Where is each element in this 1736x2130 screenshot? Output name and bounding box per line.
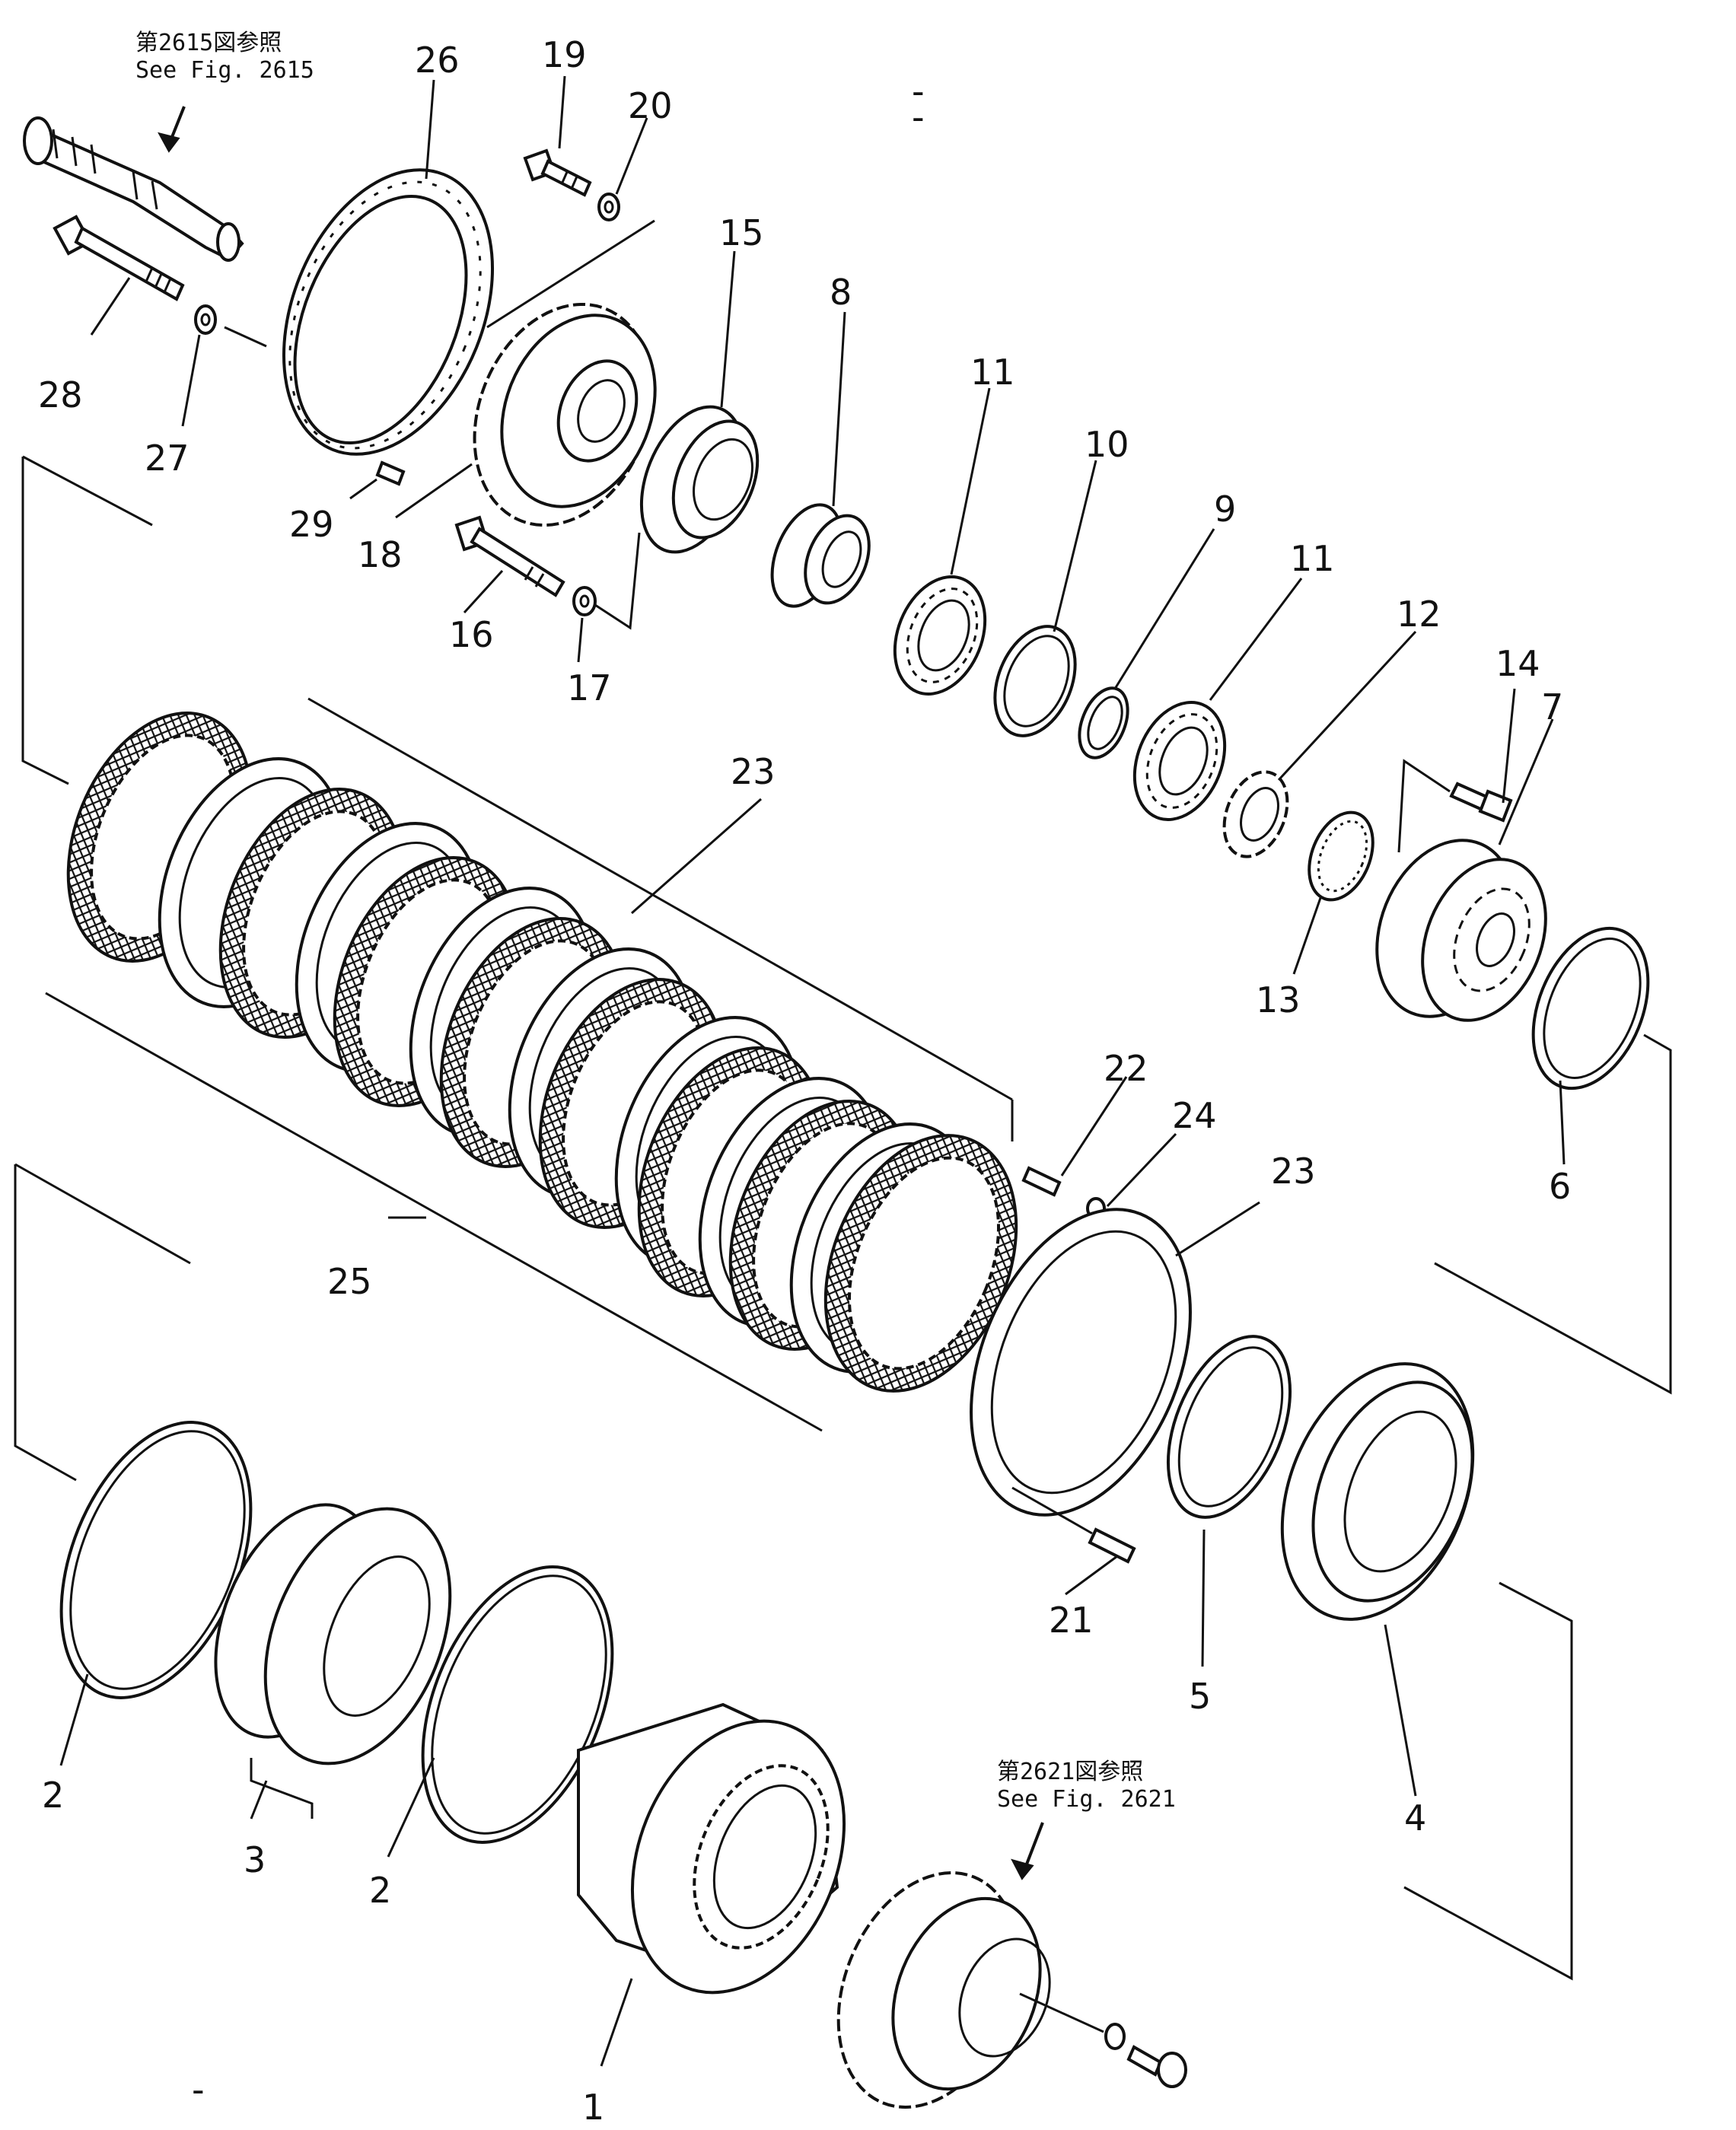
callout-15: 15: [719, 212, 764, 253]
callout-16: 16: [449, 614, 494, 655]
ref-note-2621-en: See Fig. 2621: [997, 1786, 1176, 1813]
washer-20-hole: [604, 200, 614, 214]
callout-6: 6: [1549, 1166, 1571, 1207]
bearing-8: [770, 503, 871, 608]
bolt-14: [1449, 782, 1513, 823]
ball-bearing-11-lower: [1132, 701, 1227, 821]
callout-3: 3: [244, 1839, 266, 1880]
splined-shaft: [23, 116, 244, 262]
ring-5-inner: [1177, 1346, 1284, 1508]
callout-17: 17: [567, 667, 612, 708]
callout-21: 21: [1049, 1600, 1094, 1641]
clutch-plate-pack-25: [21, 455, 1018, 1432]
axis-line-gear: [1019, 1992, 1104, 2033]
callout-2-left: 2: [42, 1775, 64, 1816]
callout-14: 14: [1496, 643, 1540, 684]
callout-12: 12: [1397, 594, 1441, 635]
bearing-cage-15: [639, 405, 760, 554]
ref-note-2615-en: See Fig. 2615: [135, 57, 314, 84]
bracket-lower-left: [14, 1164, 77, 1482]
retainer-4: [1280, 1362, 1475, 1621]
callout-9: 9: [1214, 489, 1236, 530]
bracket-16-17: [594, 532, 641, 630]
callout-25: 25: [327, 1261, 372, 1302]
axis-line-26: [486, 219, 655, 329]
bolt-19: [523, 148, 592, 197]
arrow-gear-2621: [1011, 1858, 1034, 1880]
axis-line-lower-left: [14, 1163, 191, 1265]
bracket-4: [1403, 1581, 1573, 1981]
callout-11-lower: 11: [1290, 538, 1335, 579]
snap-ring-2-right: [421, 1565, 614, 1844]
gear-bolt: [1126, 2045, 1187, 2088]
callout-10: 10: [1085, 424, 1129, 465]
spur-gear-18: [473, 302, 657, 527]
callout-2-right: 2: [369, 1870, 391, 1911]
pin-29: [375, 460, 406, 486]
bolt-ring-26: [282, 168, 494, 456]
ring-gear-2621: [836, 1871, 1051, 2109]
callout-26: 26: [415, 40, 460, 81]
callout-23-upper: 23: [731, 751, 776, 792]
bracket-14: [1397, 759, 1451, 853]
callout-29: 29: [289, 504, 334, 545]
stray-dash-top-a: -: [912, 71, 925, 112]
callout-numbers: 26 19 20 15 8 11 10 9 11 12 14 7 13 6 23…: [38, 34, 1571, 2128]
washer-27: [194, 304, 217, 335]
bracket-6: [1434, 1033, 1672, 1395]
callout-1: 1: [582, 2087, 604, 2128]
callout-8: 8: [830, 272, 852, 313]
callout-5: 5: [1189, 1676, 1211, 1717]
callout-27: 27: [145, 438, 190, 479]
ring-9: [1078, 686, 1129, 759]
callout-13: 13: [1256, 979, 1301, 1020]
carrier-1: [577, 1702, 846, 1995]
callout-19: 19: [542, 34, 587, 75]
gear-washer: [1104, 2023, 1126, 2050]
callout-24: 24: [1172, 1095, 1217, 1136]
axis-line-27: [224, 326, 267, 348]
callout-22: 22: [1104, 1048, 1148, 1089]
lock-washer-13: [1308, 810, 1374, 902]
disc-springs-3: [214, 1503, 452, 1765]
callout-11-upper: 11: [970, 352, 1015, 393]
bracket-3: [250, 1758, 314, 1819]
arrow-shaft: [158, 132, 180, 153]
lock-nut-12: [1222, 770, 1289, 858]
seal-ring-6-inner: [1543, 938, 1642, 1079]
plate-23: [970, 1208, 1192, 1517]
washer-27-hole: [200, 313, 211, 326]
washer-17: [572, 586, 597, 616]
hub-7: [1375, 839, 1547, 1022]
long-bolt-28: [53, 215, 185, 301]
ref-note-2621-jp: 第2621図参照: [997, 1759, 1143, 1785]
ring-10-inner: [1003, 635, 1070, 728]
lock-washer-13-inner: [1317, 820, 1368, 893]
callout-4: 4: [1404, 1797, 1426, 1839]
ring-10: [993, 625, 1077, 737]
pin-22: [1021, 1166, 1062, 1197]
washer-17-hole: [579, 594, 590, 608]
pin-21: [1088, 1527, 1136, 1564]
ring-5: [1166, 1335, 1292, 1519]
callout-20: 20: [628, 85, 673, 126]
stray-dash-bottom: -: [192, 2069, 205, 2110]
washer-20: [597, 193, 620, 221]
stray-dash-top-b: -: [912, 97, 925, 138]
ring-9-inner: [1087, 696, 1123, 750]
axis-line-21: [1011, 1486, 1093, 1535]
callout-18: 18: [358, 534, 403, 575]
ball-bearing-11-upper: [893, 575, 987, 696]
bolt-16: [454, 515, 565, 597]
ref-note-2615-jp: 第2615図参照: [135, 30, 282, 56]
callout-23-lower: 23: [1271, 1151, 1316, 1192]
leader-lines: [59, 75, 1566, 2067]
callout-28: 28: [38, 374, 83, 415]
callout-7: 7: [1541, 686, 1563, 728]
